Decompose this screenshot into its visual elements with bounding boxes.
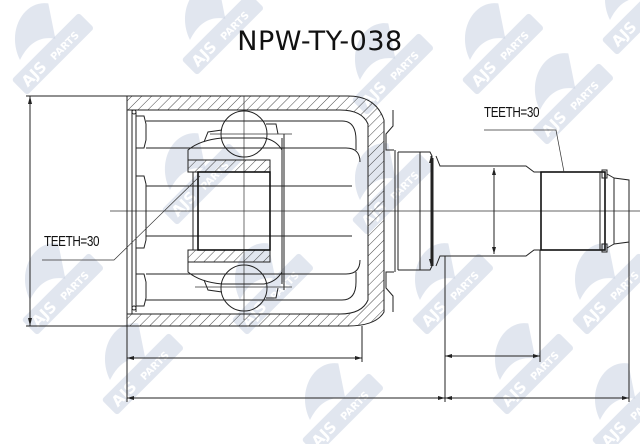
inner-spline-teeth-label: TEETH=30 (44, 233, 100, 250)
outer-spline-teeth-label: TEETH=30 (484, 104, 540, 121)
part-number-title: NPW-TY-038 (237, 26, 403, 57)
